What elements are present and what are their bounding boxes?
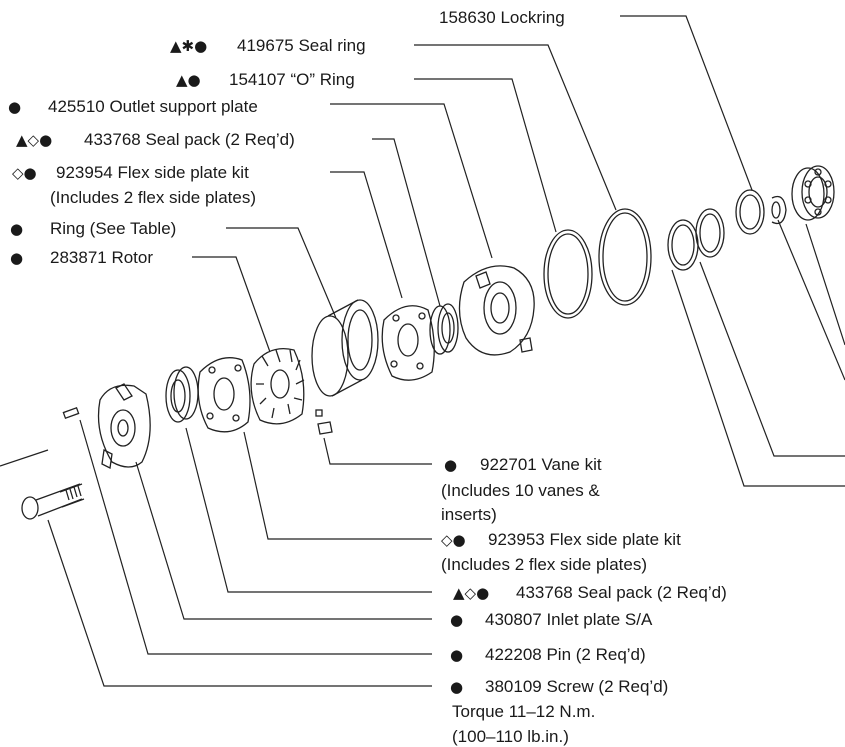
flex-kit-top-label: 923954 Flex side plate kit <box>56 163 249 182</box>
o-ring-part <box>543 229 593 319</box>
callout-seal-ring: ▲✱● 419675 Seal ring <box>170 36 366 55</box>
callout-inlet-plate: ● 430807 Inlet plate S/A <box>450 610 653 629</box>
vane-kit-sublabel-2: inserts) <box>441 505 497 524</box>
small-rings-part <box>667 208 725 271</box>
leader-lines <box>47 15 845 687</box>
callout-screw: ● 380109 Screw (2 Req’d) Torque 11–12 N.… <box>450 677 668 746</box>
pin-symbols: ● <box>450 646 463 664</box>
o-ring-symbols: ▲● <box>176 71 201 89</box>
lockring-part <box>735 189 787 235</box>
ring-label: Ring (See Table) <box>50 219 176 238</box>
flex-side-plate-bottom-part <box>197 357 251 433</box>
outlet-support-symbols: ● <box>8 98 21 116</box>
o-ring-label: 154107 “O” Ring <box>229 70 355 89</box>
bearing-part <box>791 165 835 221</box>
vane-kit-label: 922701 Vane kit <box>480 455 602 474</box>
screw-part <box>21 483 85 520</box>
callout-o-ring: ▲● 154107 “O” Ring <box>176 70 355 89</box>
seal-ring-label: 419675 Seal ring <box>237 36 366 55</box>
flex-kit-bottom-label: 923953 Flex side plate kit <box>488 530 681 549</box>
seal-pack-bottom-label: 433768 Seal pack (2 Req’d) <box>516 583 727 602</box>
pin-label: 422208 Pin (2 Req’d) <box>485 645 646 664</box>
vane-part <box>315 409 333 435</box>
callout-pin: ● 422208 Pin (2 Req’d) <box>450 645 646 664</box>
seal-pack-bottom-part <box>165 366 199 423</box>
callout-flex-kit-top: ◇● 923954 Flex side plate kit (Includes … <box>12 163 256 207</box>
screw-label: 380109 Screw (2 Req’d) <box>485 677 668 696</box>
seal-pack-bottom-symbols: ▲◇● <box>453 584 489 602</box>
seal-ring-symbols: ▲✱● <box>170 37 207 55</box>
rotor-part <box>250 347 305 425</box>
inlet-plate-label: 430807 Inlet plate S/A <box>485 610 653 629</box>
flex-side-plate-top-part <box>381 305 435 381</box>
inlet-plate-part <box>97 383 151 469</box>
seal-pack-top-symbols: ▲◇● <box>16 131 52 149</box>
lockring-label: 158630 Lockring <box>439 8 565 27</box>
flex-kit-bottom-symbols: ◇● <box>441 531 466 549</box>
callout-vane-kit: ● 922701 Vane kit (Includes 10 vanes & i… <box>441 455 602 524</box>
screw-torque-nm: Torque 11–12 N.m. <box>452 702 595 721</box>
callout-seal-pack-top: ▲◇● 433768 Seal pack (2 Req’d) <box>16 130 295 149</box>
callout-seal-pack-bottom: ▲◇● 433768 Seal pack (2 Req’d) <box>453 583 727 602</box>
flex-kit-top-sublabel: (Includes 2 flex side plates) <box>50 188 256 207</box>
callout-flex-kit-bottom: ◇● 923953 Flex side plate kit (Includes … <box>441 530 681 574</box>
callout-rotor: ● 283871 Rotor <box>10 248 153 267</box>
seal-ring-part <box>598 208 652 306</box>
flex-kit-top-symbols: ◇● <box>12 164 37 182</box>
callout-ring: ● Ring (See Table) <box>10 219 176 238</box>
callout-lockring: 158630 Lockring <box>439 8 565 27</box>
rotor-label: 283871 Rotor <box>50 248 153 267</box>
ring-part <box>311 299 379 397</box>
outlet-support-label: 425510 Outlet support plate <box>48 97 258 116</box>
inlet-plate-symbols: ● <box>450 611 463 629</box>
ring-symbols: ● <box>10 220 23 238</box>
callout-outlet-support-plate: ● 425510 Outlet support plate <box>8 97 258 116</box>
shaft-axis-line <box>0 449 49 467</box>
seal-pack-top-label: 433768 Seal pack (2 Req’d) <box>84 130 295 149</box>
flex-kit-bottom-sublabel: (Includes 2 flex side plates) <box>441 555 647 574</box>
vane-kit-symbols: ● <box>444 456 457 474</box>
vane-kit-sublabel: (Includes 10 vanes & <box>441 481 600 500</box>
pin-part <box>62 406 80 420</box>
outlet-support-plate-part <box>458 265 535 356</box>
rotor-symbols: ● <box>10 249 23 267</box>
screw-symbols: ● <box>450 678 463 696</box>
screw-torque-lbin: (100–110 lb.in.) <box>452 727 569 746</box>
